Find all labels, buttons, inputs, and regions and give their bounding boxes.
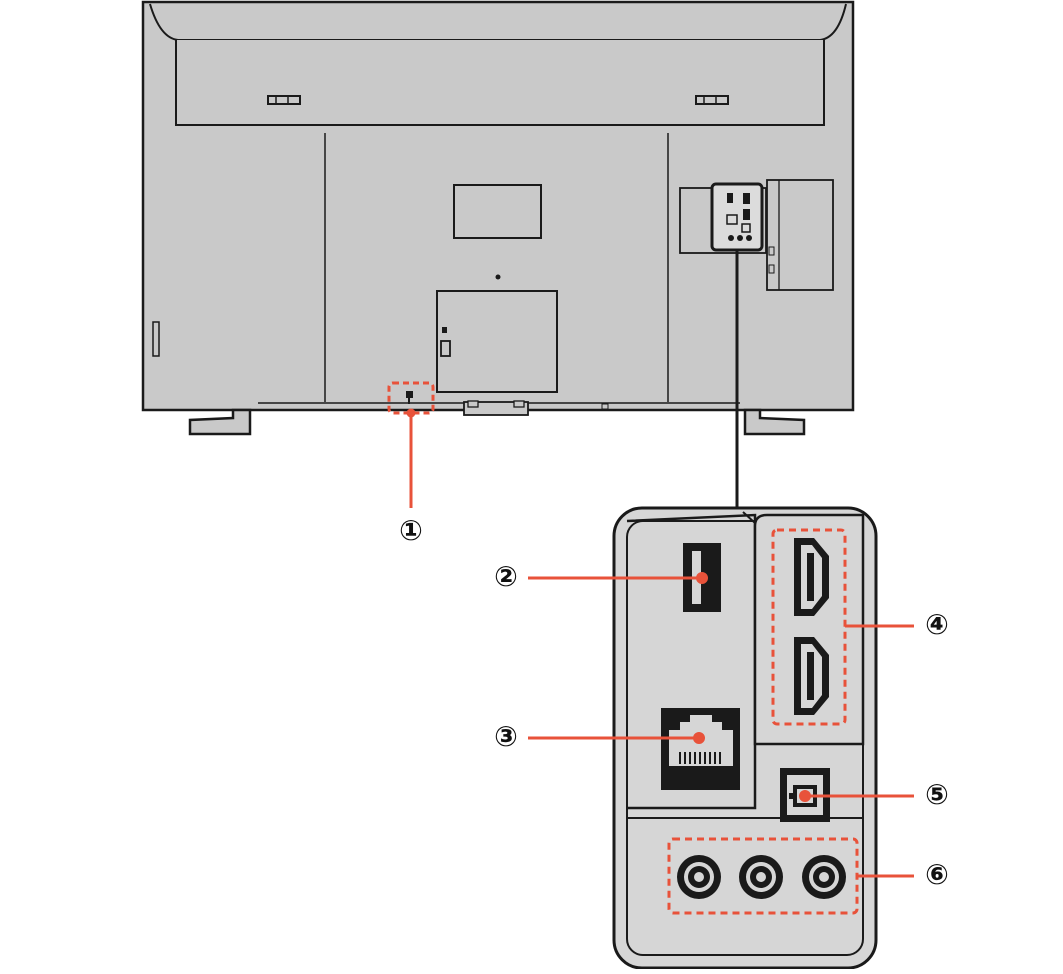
callout-4-label: ④ xyxy=(925,608,949,641)
callout-5-label: ⑤ xyxy=(925,778,949,811)
hdmi-ports xyxy=(771,528,847,726)
security-slot-highlight xyxy=(387,381,435,415)
rca-jack-3 xyxy=(802,855,846,899)
hdmi-port-1 xyxy=(794,538,829,616)
security-slot-callout xyxy=(387,381,435,508)
lan-port xyxy=(661,708,740,790)
rca-jack-1 xyxy=(677,855,721,899)
terminal-panel-enlarged xyxy=(612,506,878,970)
tv-rear-view xyxy=(141,0,855,436)
callout-6-label: ⑥ xyxy=(925,858,949,891)
callout-numbers: ① ② ③ ④ ⑤ ⑥ xyxy=(399,514,949,891)
hdmi-port-2 xyxy=(794,637,829,715)
rca-jack-2 xyxy=(739,855,783,899)
callout-2-label: ② xyxy=(494,560,518,593)
hdmi-highlight xyxy=(771,528,847,726)
callout-3-label: ③ xyxy=(494,720,518,753)
av-rca-jacks xyxy=(667,837,859,915)
callout-leaders xyxy=(528,572,914,878)
callout-1-label: ① xyxy=(399,514,423,547)
